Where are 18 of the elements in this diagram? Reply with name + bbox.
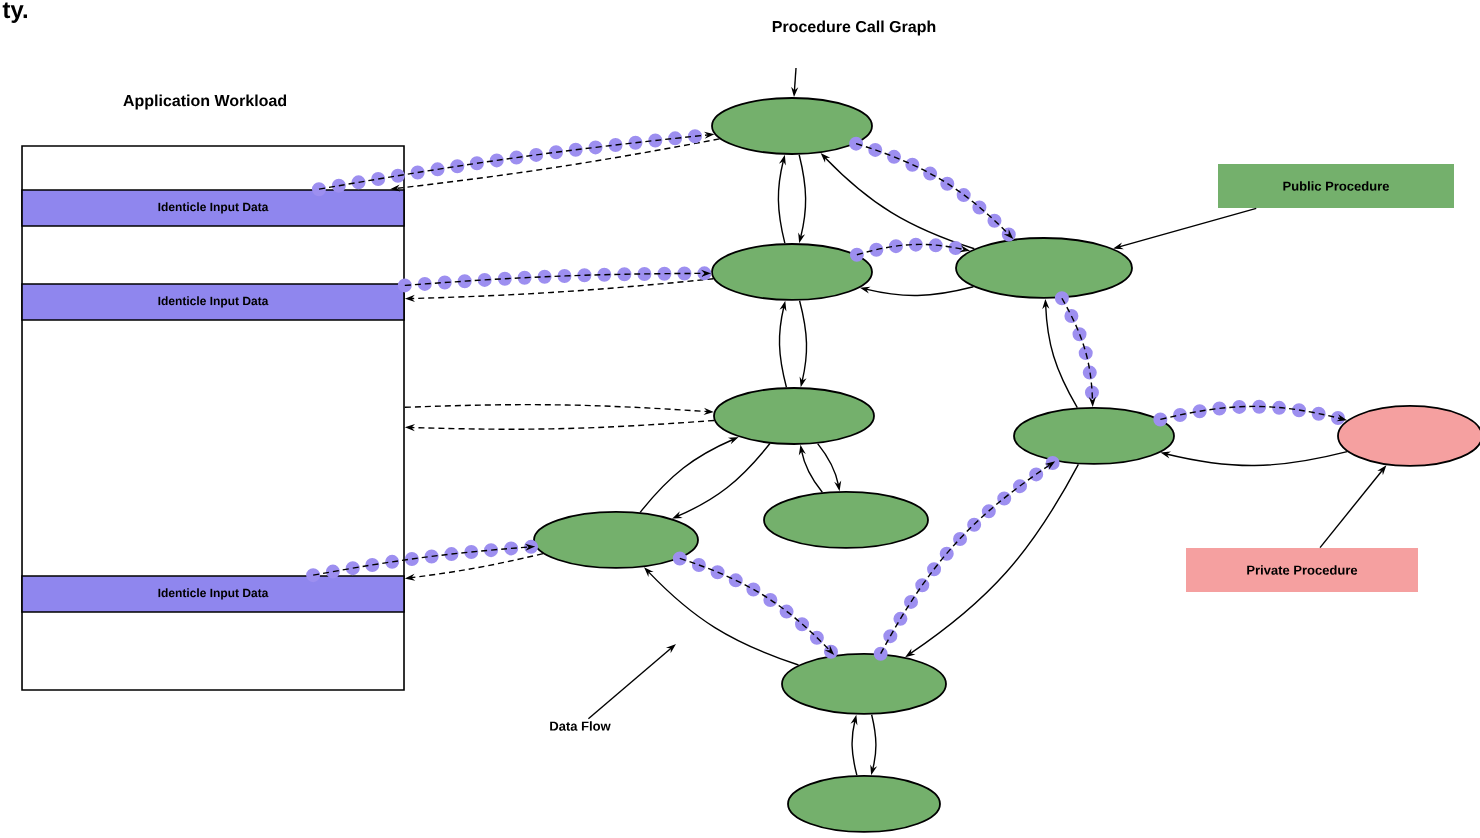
procedure-ellipse [533, 511, 699, 569]
procedure-ellipse [763, 491, 929, 549]
procedure-ellipse [787, 775, 941, 833]
procedure-ellipse [713, 387, 875, 445]
procedure-ellipse [711, 97, 873, 155]
text-fragment: ty. [2, 2, 27, 23]
data-flow-arrow [849, 136, 1021, 246]
procedure-ellipse [781, 653, 947, 715]
heading: Application Workload [123, 94, 287, 110]
private-procedure-ellipse [1337, 405, 1480, 467]
title: Procedure Call Graph [772, 20, 936, 36]
data-flow-arrow [672, 551, 842, 663]
data-flow-arrow [306, 539, 543, 583]
leader-line [587, 644, 676, 720]
data-flow-arrow [873, 454, 1063, 661]
procedure-ellipse [711, 243, 873, 301]
procedure-ellipse [955, 237, 1133, 299]
procedure-ellipse [1013, 407, 1175, 465]
